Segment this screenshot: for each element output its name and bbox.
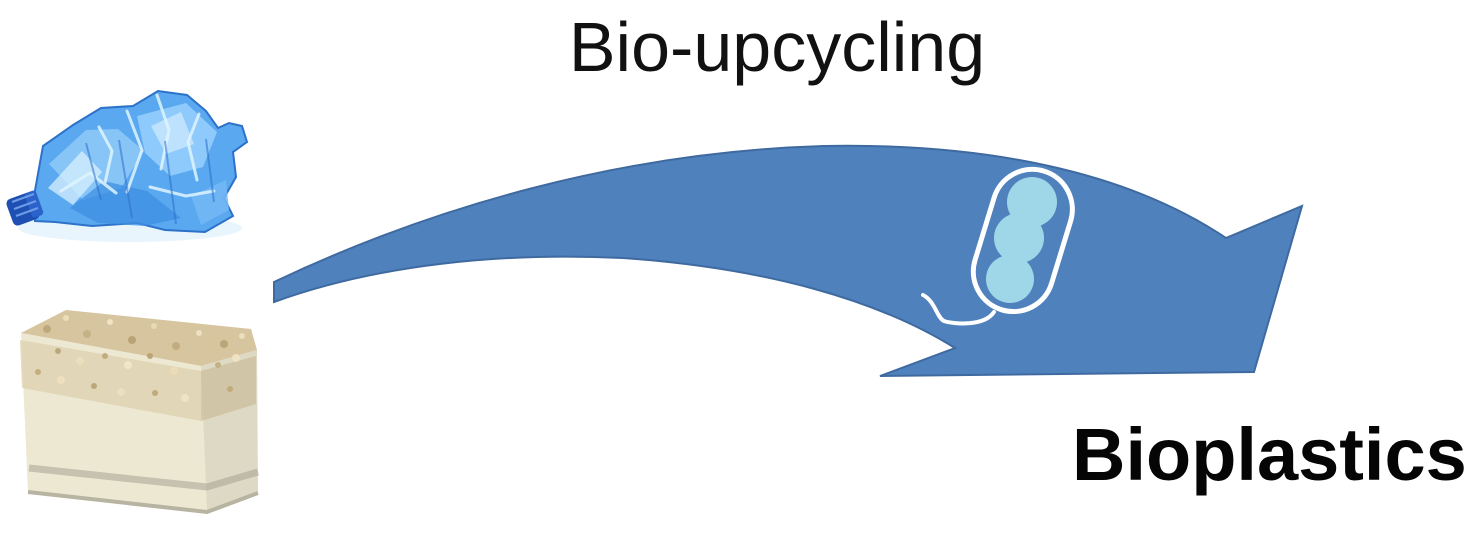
output-label: Bioplastics	[1072, 412, 1457, 498]
foam-block-icon	[20, 310, 258, 512]
plastic-bottle-icon	[5, 91, 247, 242]
curved-arrow-icon	[274, 146, 1302, 376]
